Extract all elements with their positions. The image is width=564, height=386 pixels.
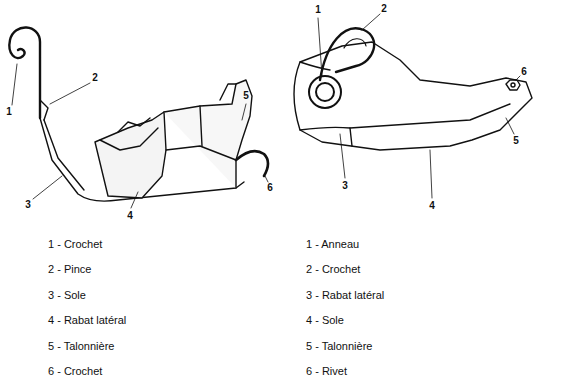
legend-line: 3 - Sole [48, 289, 86, 302]
callout-number: 2 [381, 3, 387, 15]
callout-number: 6 [521, 66, 527, 78]
left-figure [9, 27, 268, 208]
callout-number: 6 [267, 182, 273, 194]
legend-line: 1 - Anneau [306, 238, 359, 251]
legend-line: 6 - Rivet [306, 365, 347, 378]
callout-number: 1 [6, 106, 12, 118]
legend-line: 5 - Talonnière [306, 340, 372, 353]
callout-number: 2 [92, 72, 98, 84]
callout-number: 5 [243, 90, 249, 102]
callout-number: 4 [429, 200, 435, 212]
callout-number: 1 [315, 4, 321, 16]
callout-number: 5 [513, 135, 519, 147]
legend-line: 2 - Crochet [306, 263, 360, 276]
right-figure [294, 14, 532, 198]
callout-number: 3 [342, 180, 348, 192]
legend-line: 3 - Rabat latéral [306, 289, 384, 302]
callout-number: 3 [25, 199, 31, 211]
legend-line: 1 - Crochet [48, 238, 102, 251]
legend-line: 6 - Crochet [48, 365, 102, 378]
legend-line: 4 - Rabat latéral [48, 314, 126, 327]
legend-line: 2 - Pince [48, 263, 91, 276]
legend-line: 5 - Talonnière [48, 340, 114, 353]
legend-line: 4 - Sole [306, 314, 344, 327]
callout-number: 4 [127, 210, 133, 222]
